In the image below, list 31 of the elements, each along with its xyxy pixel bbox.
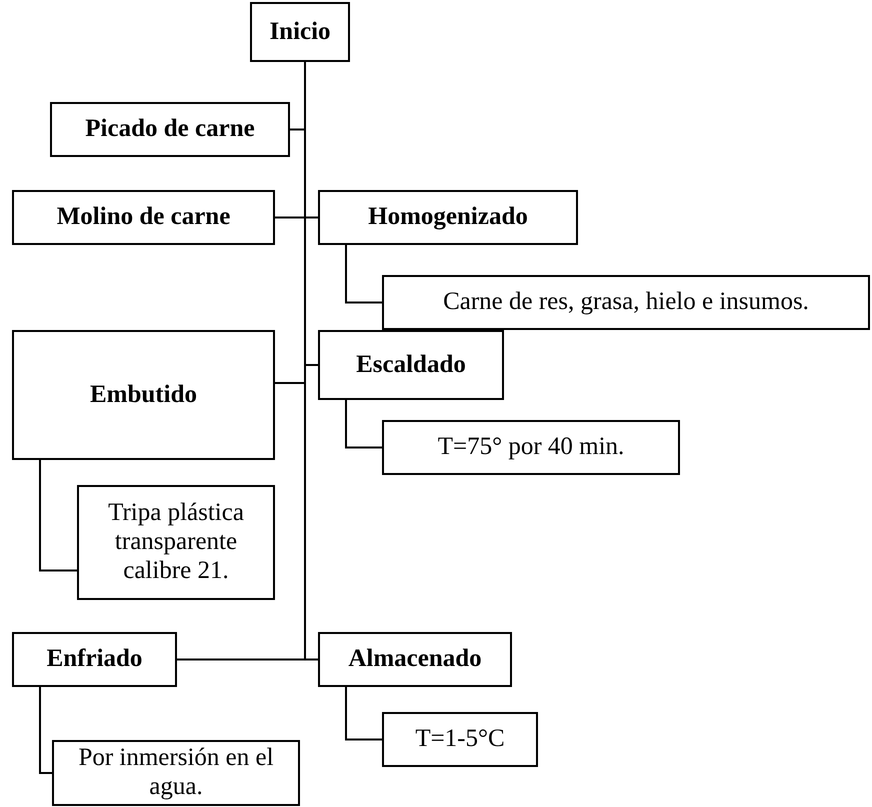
process-box <box>12 632 177 687</box>
step-label: Picado de carne <box>85 115 255 144</box>
process-box <box>318 330 504 400</box>
process-box <box>382 420 680 475</box>
connector-line <box>345 245 382 304</box>
step-label: Por inmersión en el agua. <box>77 744 275 802</box>
process-box <box>382 712 538 767</box>
step-label: Almacenado <box>348 645 482 674</box>
connector-line <box>39 460 77 572</box>
connector-line <box>345 687 382 740</box>
process-box <box>382 275 870 330</box>
step-label: Tripa plástica transparente calibre 21. <box>107 499 245 586</box>
process-box <box>12 330 275 460</box>
process-box <box>77 485 275 600</box>
process-box <box>12 190 275 245</box>
step-label: Homogenizado <box>368 203 528 232</box>
step-label: Molino de carne <box>56 203 230 232</box>
step-label: Embutido <box>90 380 197 410</box>
connector-line <box>345 400 382 448</box>
step-label: Inicio <box>269 18 331 46</box>
step-label: Enfriado <box>46 645 142 674</box>
step-label: T=1-5°C <box>415 725 505 754</box>
process-box <box>52 740 300 806</box>
process-box <box>50 102 290 157</box>
connector-line <box>39 687 52 774</box>
step-label: Carne de res, grasa, hielo e insumos. <box>443 288 809 317</box>
process-box <box>318 190 578 245</box>
process-box <box>250 2 350 62</box>
step-label: Escaldado <box>356 350 466 380</box>
step-label: T=75° por 40 min. <box>438 433 624 462</box>
process-box <box>318 632 512 687</box>
